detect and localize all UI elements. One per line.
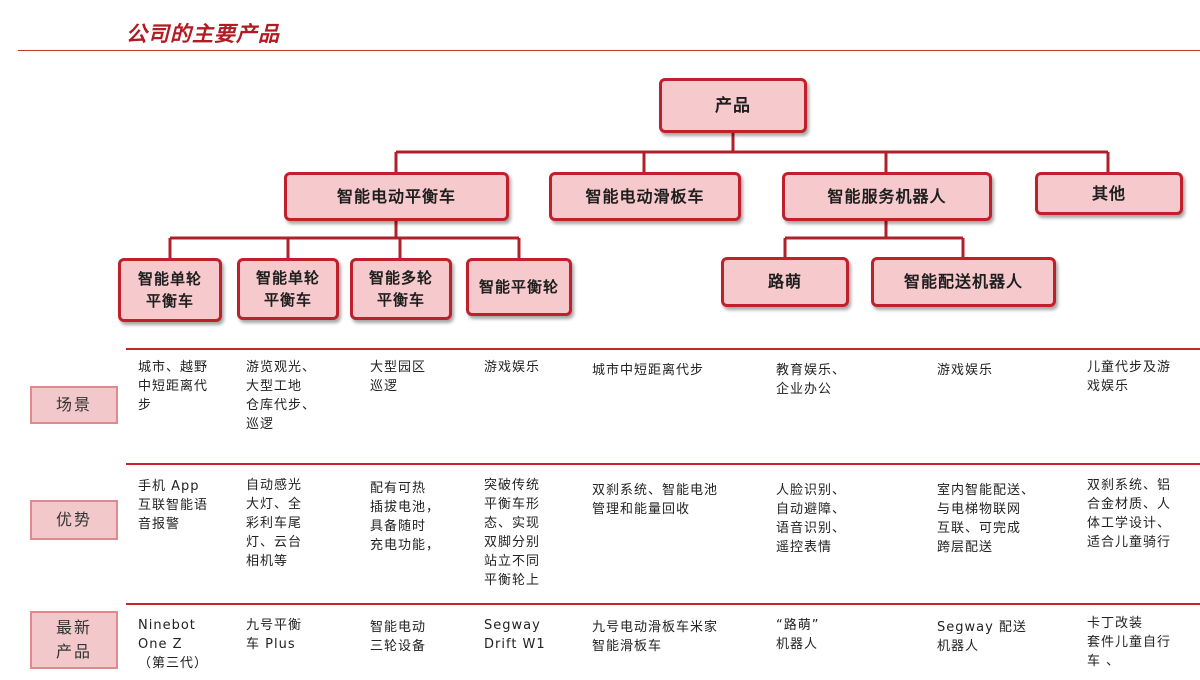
row-label-scenario: 场景 bbox=[30, 386, 118, 424]
latest-product-cell: Ninebot One Z （第三代） bbox=[138, 618, 209, 671]
row-label-advantage: 优势 bbox=[30, 500, 118, 540]
product-node-balance-wheel: 智能平衡轮 bbox=[466, 258, 572, 316]
scenario-cell: 游戏娱乐 bbox=[484, 360, 541, 375]
product-node-loomo: 路萌 bbox=[721, 257, 849, 307]
category-node-service-robot: 智能服务机器人 bbox=[782, 172, 992, 221]
category-node-scooter: 智能电动滑板车 bbox=[549, 172, 741, 221]
scenario-cell: 教育娱乐、 企业办公 bbox=[776, 363, 847, 397]
latest-product-cell: 九号平衡 车 Plus bbox=[246, 618, 303, 652]
latest-product-cell: 卡丁改装 套件儿童自行 车 、 bbox=[1087, 616, 1172, 669]
row-divider bbox=[126, 463, 1200, 465]
scenario-cell: 儿童代步及游 戏娱乐 bbox=[1087, 360, 1172, 394]
product-node-delivery-robot: 智能配送机器人 bbox=[871, 257, 1056, 307]
advantage-cell: 双刹系统、铝 合金材质、人 体工学设计、 适合儿童骑行 bbox=[1087, 478, 1172, 550]
product-node-multi-wheel: 智能多轮 平衡车 bbox=[350, 258, 452, 320]
advantage-cell: 自动感光 大灯、全 彩利车尾 灯、云台 相机等 bbox=[246, 478, 303, 569]
category-node-balance-vehicle: 智能电动平衡车 bbox=[284, 172, 509, 221]
latest-product-cell: 九号电动滑板车米家 智能滑板车 bbox=[592, 620, 719, 654]
advantage-cell: 双刹系统、智能电池 管理和能量回收 bbox=[592, 483, 719, 517]
latest-product-cell: Segway Drift W1 bbox=[484, 618, 546, 652]
latest-product-cell: Segway 配送 机器人 bbox=[937, 620, 1027, 654]
row-label-latest-product: 最新 产品 bbox=[30, 611, 118, 669]
title-divider bbox=[18, 50, 1200, 51]
scenario-cell: 大型园区 巡逻 bbox=[370, 360, 427, 394]
product-node-unicycle: 智能单轮 平衡车 bbox=[118, 258, 222, 322]
latest-product-cell: “路萌” 机器人 bbox=[776, 618, 820, 652]
row-divider bbox=[126, 603, 1200, 605]
advantage-cell: 室内智能配送、 与电梯物联网 互联、可完成 跨层配送 bbox=[937, 483, 1036, 555]
category-node-other: 其他 bbox=[1035, 172, 1183, 215]
page-title: 公司的主要产品 bbox=[126, 22, 280, 46]
scenario-cell: 游戏娱乐 bbox=[937, 363, 994, 378]
row-divider bbox=[126, 348, 1200, 350]
product-node-single-wheel: 智能单轮 平衡车 bbox=[237, 258, 339, 320]
scenario-cell: 城市中短距离代步 bbox=[592, 363, 705, 378]
advantage-cell: 突破传统 平衡车形 态、实现 双脚分别 站立不同 平衡轮上 bbox=[484, 478, 541, 588]
scenario-cell: 游览观光、 大型工地 仓库代步、 巡逻 bbox=[246, 360, 317, 432]
scenario-cell: 城市、越野 中短距离代 步 bbox=[138, 360, 209, 413]
latest-product-cell: 智能电动 三轮设备 bbox=[370, 620, 427, 654]
root-node: 产品 bbox=[659, 78, 807, 133]
advantage-cell: 人脸识别、 自动避障、 语音识别、 遥控表情 bbox=[776, 483, 847, 555]
advantage-cell: 手机 App 互联智能语 音报警 bbox=[138, 479, 209, 532]
advantage-cell: 配有可热 插拔电池， 具备随时 充电功能， bbox=[370, 481, 441, 553]
